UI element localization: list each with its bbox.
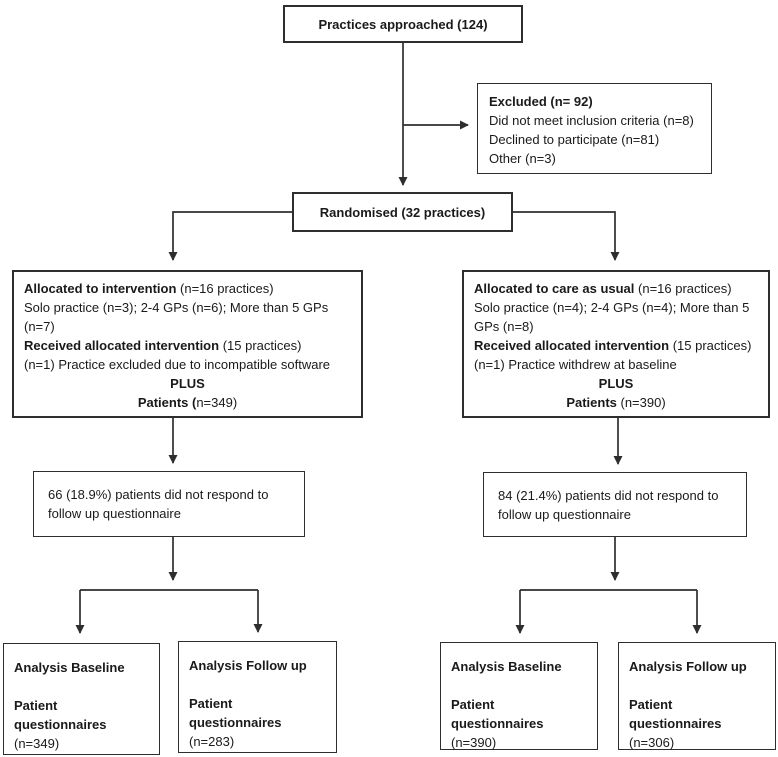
analysis-n: (n=306) (629, 735, 675, 750)
analysis-title: Analysis Follow up (629, 659, 747, 674)
practices-approached-label: Practices approached (124) (318, 16, 488, 32)
box-analysis-baseline-usual: Analysis Baseline Patient questionnaires… (440, 642, 598, 750)
alloc-intervention-plus: PLUS (170, 376, 205, 391)
analysis-subtitle: Patient questionnaires (189, 696, 282, 730)
alloc-usual-practice-mix: Solo practice (n=4); 2-4 GPs (n=4); More… (474, 300, 750, 334)
arrow-randomised-to-intervention (168, 211, 292, 261)
alloc-intervention-practice-mix: Solo practice (n=3); 2-4 GPs (n=6); More… (24, 300, 329, 334)
box-randomised: Randomised (32 practices) (292, 192, 513, 232)
alloc-intervention-received: Received allocated intervention (15 prac… (24, 338, 302, 353)
analysis-subtitle: Patient questionnaires (14, 698, 107, 732)
analysis-n: (n=349) (14, 736, 60, 751)
arrow-randomised-to-usual (513, 211, 620, 261)
alloc-intervention-note: (n=1) Practice excluded due to incompati… (24, 357, 331, 372)
box-practices-approached: Practices approached (124) (283, 5, 523, 43)
randomised-label: Randomised (32 practices) (319, 204, 486, 220)
alloc-usual-patients: Patients (n=390) (566, 395, 666, 410)
analysis-title: Analysis Baseline (451, 659, 562, 674)
analysis-subtitle: Patient questionnaires (629, 697, 722, 731)
alloc-usual-heading: Allocated to care as usual (n=16 practic… (474, 281, 732, 296)
alloc-intervention-patients: Patients (n=349) (137, 395, 238, 410)
alloc-usual-received: Received allocated intervention (15 prac… (474, 338, 752, 353)
box-analysis-followup-usual: Analysis Follow up Patient questionnaire… (618, 642, 776, 750)
alloc-usual-note: (n=1) Practice withdrew at baseline (474, 357, 677, 372)
excluded-title: Excluded (n= 92) (489, 94, 593, 109)
box-analysis-baseline-intervention: Analysis Baseline Patient questionnaires… (3, 643, 160, 755)
box-followup-usual: 84 (21.4%) patients did not respond to f… (483, 472, 747, 537)
alloc-intervention-heading: Allocated to intervention (n=16 practice… (24, 281, 274, 296)
followup-usual-text: 84 (21.4%) patients did not respond to f… (498, 488, 719, 522)
analysis-title: Analysis Follow up (189, 658, 307, 673)
box-allocated-intervention: Allocated to intervention (n=16 practice… (12, 270, 363, 418)
box-excluded: Excluded (n= 92) Did not meet inclusion … (477, 83, 712, 174)
excluded-reasons: Did not meet inclusion criteria (n=8) De… (489, 113, 694, 166)
followup-intervention-text: 66 (18.9%) patients did not respond to f… (48, 487, 269, 521)
box-analysis-followup-intervention: Analysis Follow up Patient questionnaire… (178, 641, 337, 753)
box-allocated-usual: Allocated to care as usual (n=16 practic… (462, 270, 770, 418)
analysis-n: (n=390) (451, 735, 497, 750)
analysis-subtitle: Patient questionnaires (451, 697, 544, 731)
box-followup-intervention: 66 (18.9%) patients did not respond to f… (33, 471, 305, 537)
analysis-n: (n=283) (189, 734, 235, 749)
analysis-title: Analysis Baseline (14, 660, 125, 675)
alloc-usual-plus: PLUS (598, 376, 634, 391)
